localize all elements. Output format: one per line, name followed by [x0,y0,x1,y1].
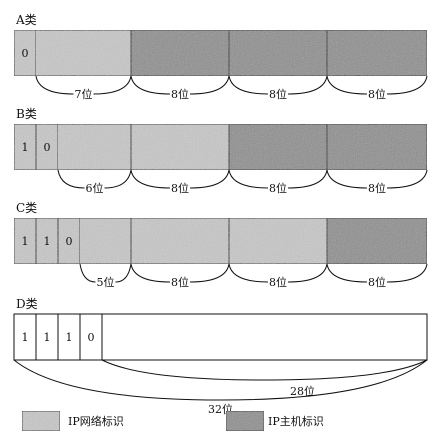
class-row-3: C类 1 1 0 5位 8位 8位 8位 [13,201,428,289]
bit-span-bracket [130,169,230,189]
fixed-bit: 0 [66,235,73,248]
fixed-bit-cell [13,29,37,77]
bit-span-bracket [326,263,428,283]
bit-length-label: 8位 [269,87,287,101]
fixed-bit: 1 [22,141,29,154]
bit-length-label: 7位 [75,87,93,101]
fixed-bit-cell [57,217,81,265]
bit-span-bracket [79,263,132,283]
bit-length-label: 8位 [368,87,386,101]
fixed-bit-cell [35,123,59,171]
bit-span-bracket [130,75,230,95]
fixed-bit: 1 [22,331,29,344]
host-id-segment [130,29,230,77]
bit-span-bracket [326,169,428,189]
bit-length-label: 6位 [86,181,104,195]
host-id-segment [326,123,428,171]
host-id-segment [326,217,428,265]
class-label: A类 [15,13,37,27]
bit-length-label: 8位 [269,275,287,289]
bit-span-bracket [228,75,328,95]
bit-length-label: 8位 [171,181,189,195]
bit-span-bracket [57,169,132,189]
class-row-1: A类 0 7位 8位 8位 8位 [13,13,428,101]
bit-length-label: 5位 [97,275,115,289]
class-label: B类 [16,107,37,121]
fixed-bit: 1 [44,235,51,248]
bit-length-label: 8位 [171,87,189,101]
bit-length-label: 8位 [368,275,386,289]
fixed-bit: 1 [22,235,29,248]
bit-span-bracket [13,359,428,401]
fixed-bit: 1 [66,331,73,344]
bit-span-bracket [228,169,328,189]
bit-length-label: 28位 [290,384,315,398]
class-row-2: B类 1 0 6位 8位 8位 8位 [13,107,428,195]
fixed-bit: 0 [22,47,29,60]
network-id-segment [228,217,328,265]
bit-length-label: 8位 [171,275,189,289]
legend-host-swatch [225,410,265,432]
bit-span-bracket [101,359,428,381]
legend-host-label: IP主机标识 [268,414,324,428]
bit-span-bracket [228,263,328,283]
bit-length-label: 8位 [269,181,287,195]
fixed-bit: 1 [44,331,51,344]
host-id-segment [326,29,428,77]
network-id-segment [130,123,230,171]
host-id-segment [228,123,328,171]
bit-length-label: 8位 [368,181,386,195]
bit-span-bracket [35,75,132,95]
legend-network-label: IP网络标识 [68,414,124,428]
fixed-bit-cell [79,313,103,361]
host-id-segment [228,29,328,77]
legend-network-swatch [21,410,61,432]
fixed-bit: 0 [44,141,51,154]
class-label: C类 [16,201,37,215]
fixed-bit: 0 [88,331,95,344]
network-id-segment [130,217,230,265]
bit-span-bracket [326,75,428,95]
class-label: D类 [16,297,38,311]
bit-span-bracket [130,263,230,283]
